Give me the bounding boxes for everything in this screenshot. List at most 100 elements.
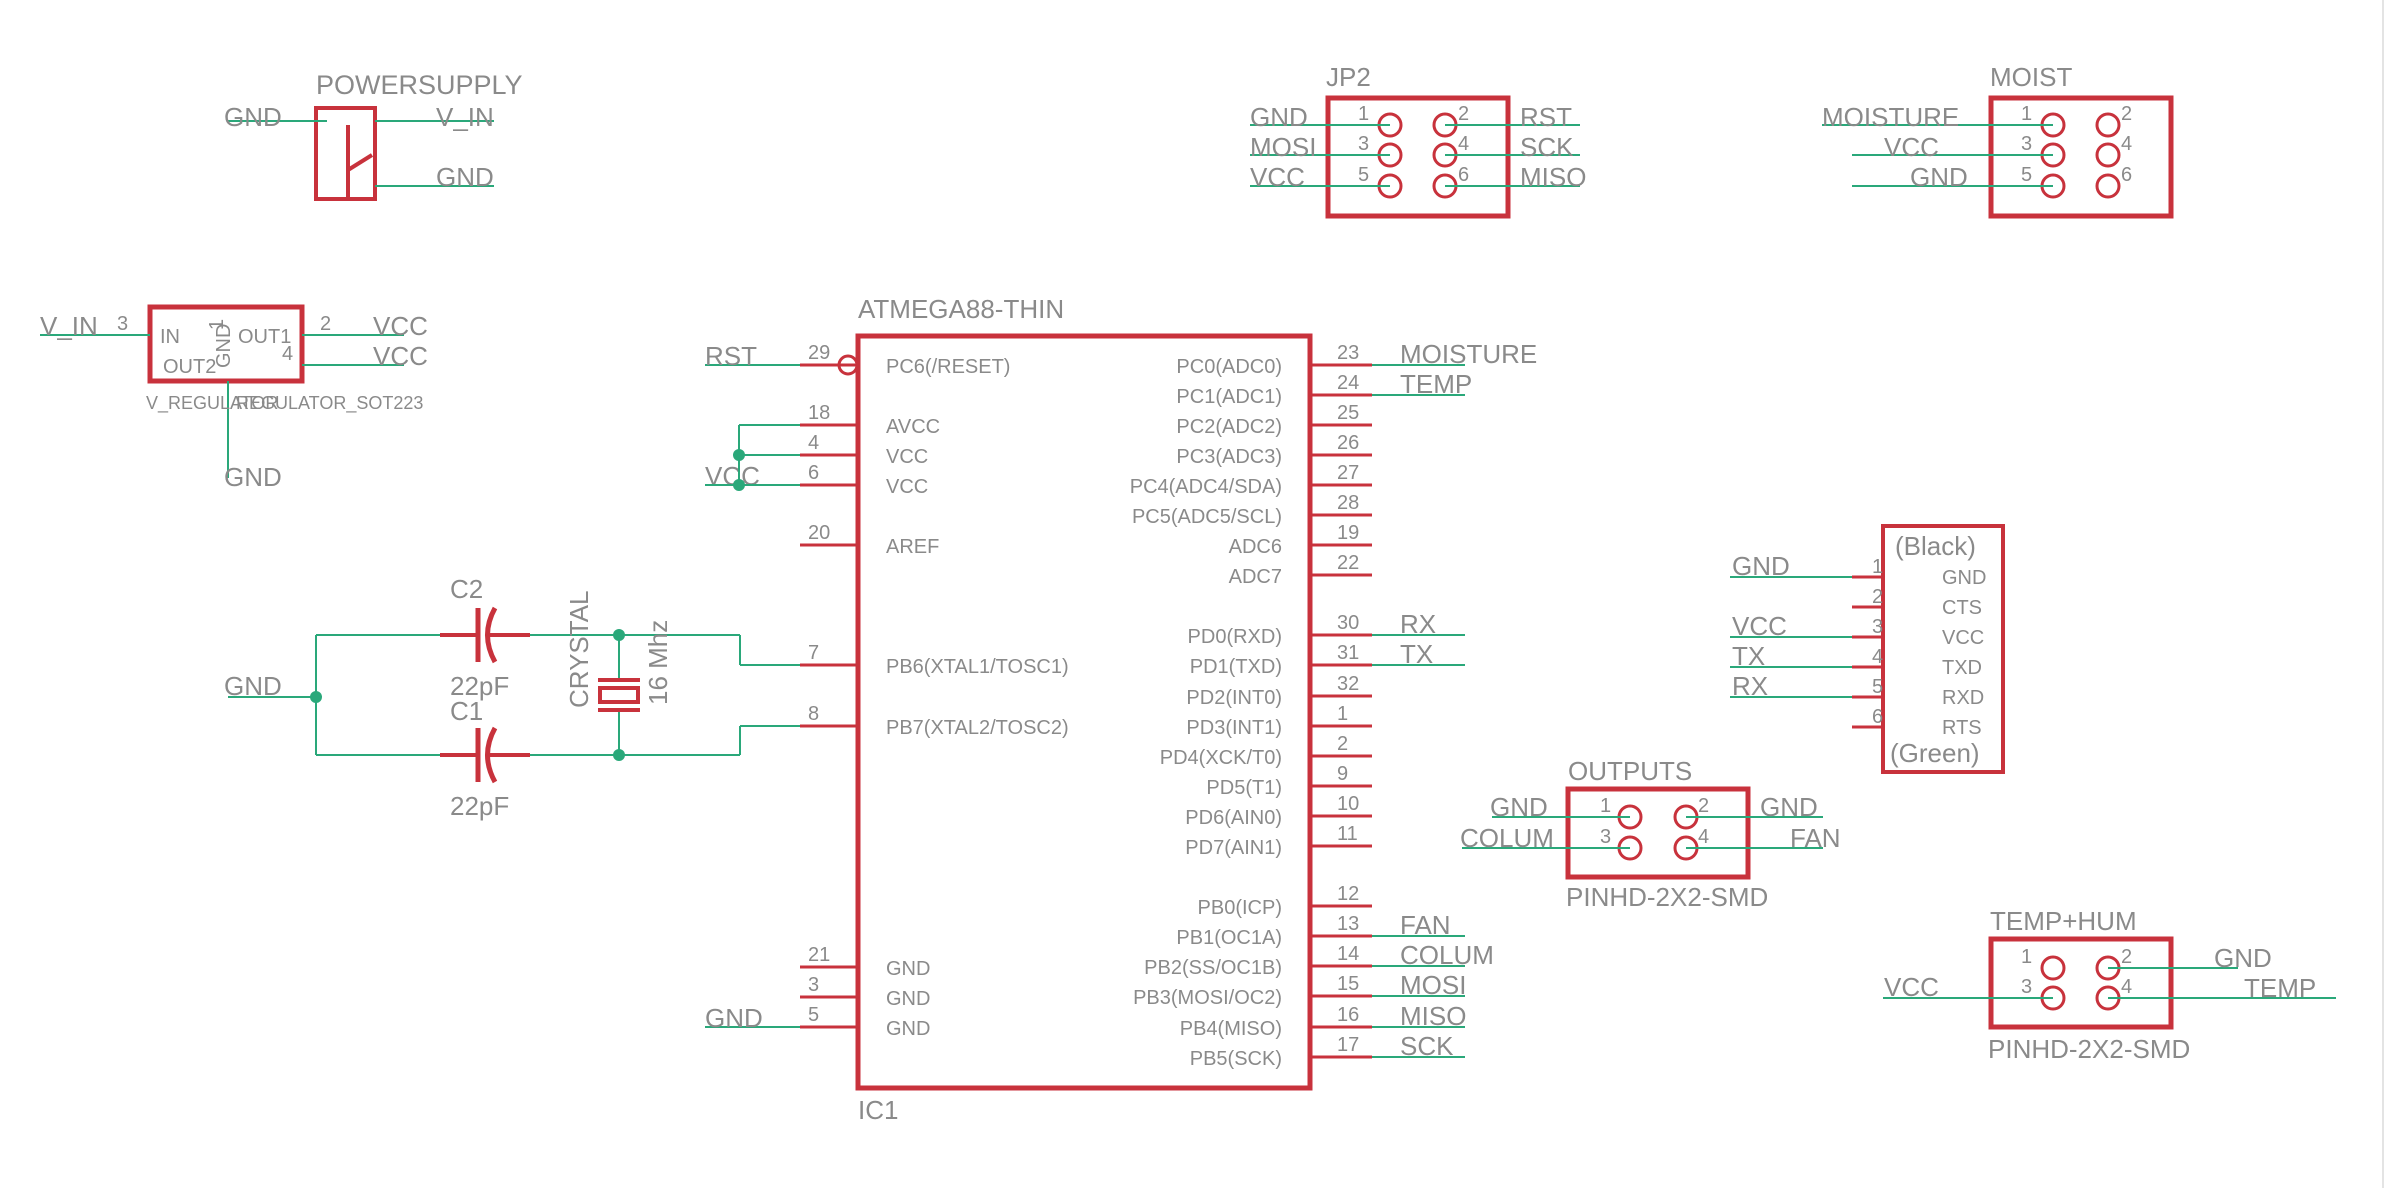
jp2-header[interactable]: JP2 1 2 3 4 5 6 GND MOSI VCC RST SCK MIS…	[1250, 62, 1586, 219]
mcu-right-pin-number: 11	[1337, 823, 1358, 845]
temphum-pin-3: 3	[2021, 976, 2032, 998]
c2-value: 22pF	[450, 671, 509, 701]
outputs-header[interactable]: OUTPUTS 1 2 3 4 GND COLUM GND FAN PINHD-…	[1460, 756, 1841, 912]
mcu-right-pin-number: 13	[1337, 913, 1359, 935]
mcu-right-pin-number: 2	[1337, 733, 1348, 755]
temphum-name: TEMP+HUM	[1990, 906, 2137, 936]
moist-net-gnd: GND	[1910, 162, 1968, 192]
ftdi-pin-number: 5	[1872, 676, 1883, 698]
mcu-right-pin-number: 14	[1337, 943, 1359, 965]
voltage-regulator[interactable]: IN OUT1 OUT2 GND 3 2 4 1 V_IN VCC VCC GN…	[40, 304, 428, 492]
moist-pin-2: 2	[2121, 103, 2132, 125]
mcu-right-pin-number: 31	[1337, 642, 1359, 664]
mcu-right-pin-name: PC0(ADC0)	[1176, 356, 1282, 378]
ftdi-signal-name: RXD	[1942, 687, 1984, 709]
mcu-right-pin-name: PD5(T1)	[1206, 777, 1282, 799]
moist-pin-5: 5	[2021, 164, 2032, 186]
outputs-pin-4: 4	[1698, 826, 1709, 848]
regulator-gnd-pin: 1	[206, 319, 228, 330]
mcu-left-net-label: VCC	[705, 461, 760, 491]
ftdi-net-label: GND	[1732, 551, 1790, 581]
jp2-net-sck: SCK	[1520, 132, 1574, 162]
moist-pad-2	[2095, 112, 2121, 138]
outputs-pin-2: 2	[1698, 795, 1709, 817]
mcu-right-pin-name: PD0(RXD)	[1188, 626, 1282, 648]
mcu-right-pin-number: 23	[1337, 342, 1359, 364]
jp2-net-rst: RST	[1520, 102, 1572, 132]
c1-value: 22pF	[450, 791, 509, 821]
outputs-net-fan: FAN	[1790, 823, 1841, 853]
jp2-pin-3: 3	[1358, 133, 1369, 155]
temphum-header[interactable]: TEMP+HUM 1 2 3 4 VCC GND TEMP PINHD-2X2-…	[1883, 906, 2336, 1064]
capacitor-c2[interactable]	[440, 606, 530, 664]
mcu-left-pin-number: 21	[808, 944, 830, 966]
c1-name: C1	[450, 696, 483, 726]
mcu-right-net-label: RX	[1400, 609, 1436, 639]
mcu-left-pin-number: 29	[808, 342, 830, 364]
mcu-right-net-label: SCK	[1400, 1031, 1454, 1061]
regulator-out1-label: OUT1	[238, 326, 291, 348]
junction-vcc-2	[733, 479, 745, 491]
crystal-circuit[interactable]: GND C2 22pF C1 22pF CRYSTAL 16 Mhz	[224, 574, 800, 821]
jp2-net-vcc: VCC	[1250, 162, 1305, 192]
power-supply-part[interactable]: POWERSUPPLY GND V_IN GND	[224, 70, 523, 201]
mcu-left-pin-number: 4	[808, 432, 819, 454]
moist-pad-6	[2095, 173, 2121, 199]
regulator-vcc-net-1: VCC	[373, 311, 428, 341]
moist-name: MOIST	[1990, 62, 2072, 92]
ftdi-net-label: TX	[1732, 641, 1765, 671]
ftdi-body	[1881, 524, 2005, 774]
regulator-out2-pin: 4	[282, 343, 293, 365]
ftdi-signal-name: VCC	[1942, 627, 1984, 649]
moist-header[interactable]: MOIST 1 2 3 4 5 6 MOISTURE VCC GND	[1822, 62, 2174, 219]
power-supply-gnd2-label: GND	[436, 162, 494, 192]
mcu-left-pin-name: GND	[886, 988, 930, 1010]
crystal-value: 16 Mhz	[643, 620, 673, 705]
mcu-left-pin-number: 8	[808, 703, 819, 725]
mcu-left-net-label: RST	[705, 341, 757, 371]
moist-pin-6: 6	[2121, 164, 2132, 186]
regulator-in-label: IN	[160, 326, 180, 348]
regulator-out2-label: OUT2	[163, 356, 216, 378]
ftdi-signal-name: RTS	[1942, 717, 1982, 739]
mcu-left-pin-name: VCC	[886, 446, 928, 468]
mcu-right-pin-name: PC1(ADC1)	[1176, 386, 1282, 408]
mcu-right-pin-number: 17	[1337, 1034, 1359, 1056]
mcu-right-net-label: TEMP	[1400, 369, 1472, 399]
mcu-ref: IC1	[858, 1095, 898, 1125]
regulator-gnd-net: GND	[224, 462, 282, 492]
temphum-net-temp: TEMP	[2244, 973, 2316, 1003]
regulator-in-pin: 3	[117, 313, 128, 335]
mcu-right-pin-number: 1	[1337, 703, 1348, 725]
mcu-right-pin-name: ADC7	[1229, 566, 1282, 588]
jp2-pin-4: 4	[1458, 133, 1469, 155]
mcu-right-pin-number: 12	[1337, 883, 1359, 905]
mcu-right-pin-name: ADC6	[1229, 536, 1282, 558]
crystal-part[interactable]	[598, 678, 640, 712]
mcu-right-pins: 23PC0(ADC0)MOISTURE24PC1(ADC1)TEMP25PC2(…	[1130, 339, 1538, 1070]
mcu-ic1[interactable]: ATMEGA88-THIN IC1 29PC6(/RESET)RST18AVCC…	[705, 294, 1537, 1125]
mcu-right-net-label: MOISTURE	[1400, 339, 1537, 369]
mcu-right-pin-number: 32	[1337, 673, 1359, 695]
mcu-right-pin-name: PD4(XCK/T0)	[1160, 747, 1282, 769]
mcu-right-pin-name: PD3(INT1)	[1186, 717, 1282, 739]
ftdi-signal-name: TXD	[1942, 657, 1982, 679]
mcu-name: ATMEGA88-THIN	[858, 294, 1064, 324]
crystal-gnd-net: GND	[224, 671, 282, 701]
ftdi-bottom-label: (Green)	[1890, 738, 1980, 768]
mcu-right-pin-name: PB2(SS/OC1B)	[1144, 957, 1282, 979]
sheet-edge-rule	[2382, 0, 2384, 1188]
mcu-left-pin-number: 5	[808, 1004, 819, 1026]
temphum-pin-4: 4	[2121, 976, 2132, 998]
ftdi-pin-number: 6	[1872, 706, 1883, 728]
mcu-right-pin-number: 9	[1337, 763, 1348, 785]
mcu-left-pin-name: VCC	[886, 476, 928, 498]
mcu-right-net-label: MOSI	[1400, 970, 1466, 1000]
mcu-right-pin-number: 25	[1337, 402, 1359, 424]
capacitor-c1[interactable]	[440, 726, 530, 784]
power-supply-switch-arm	[346, 153, 374, 172]
mcu-right-pin-name: PC3(ADC3)	[1176, 446, 1282, 468]
ftdi-pin-number: 3	[1872, 616, 1883, 638]
